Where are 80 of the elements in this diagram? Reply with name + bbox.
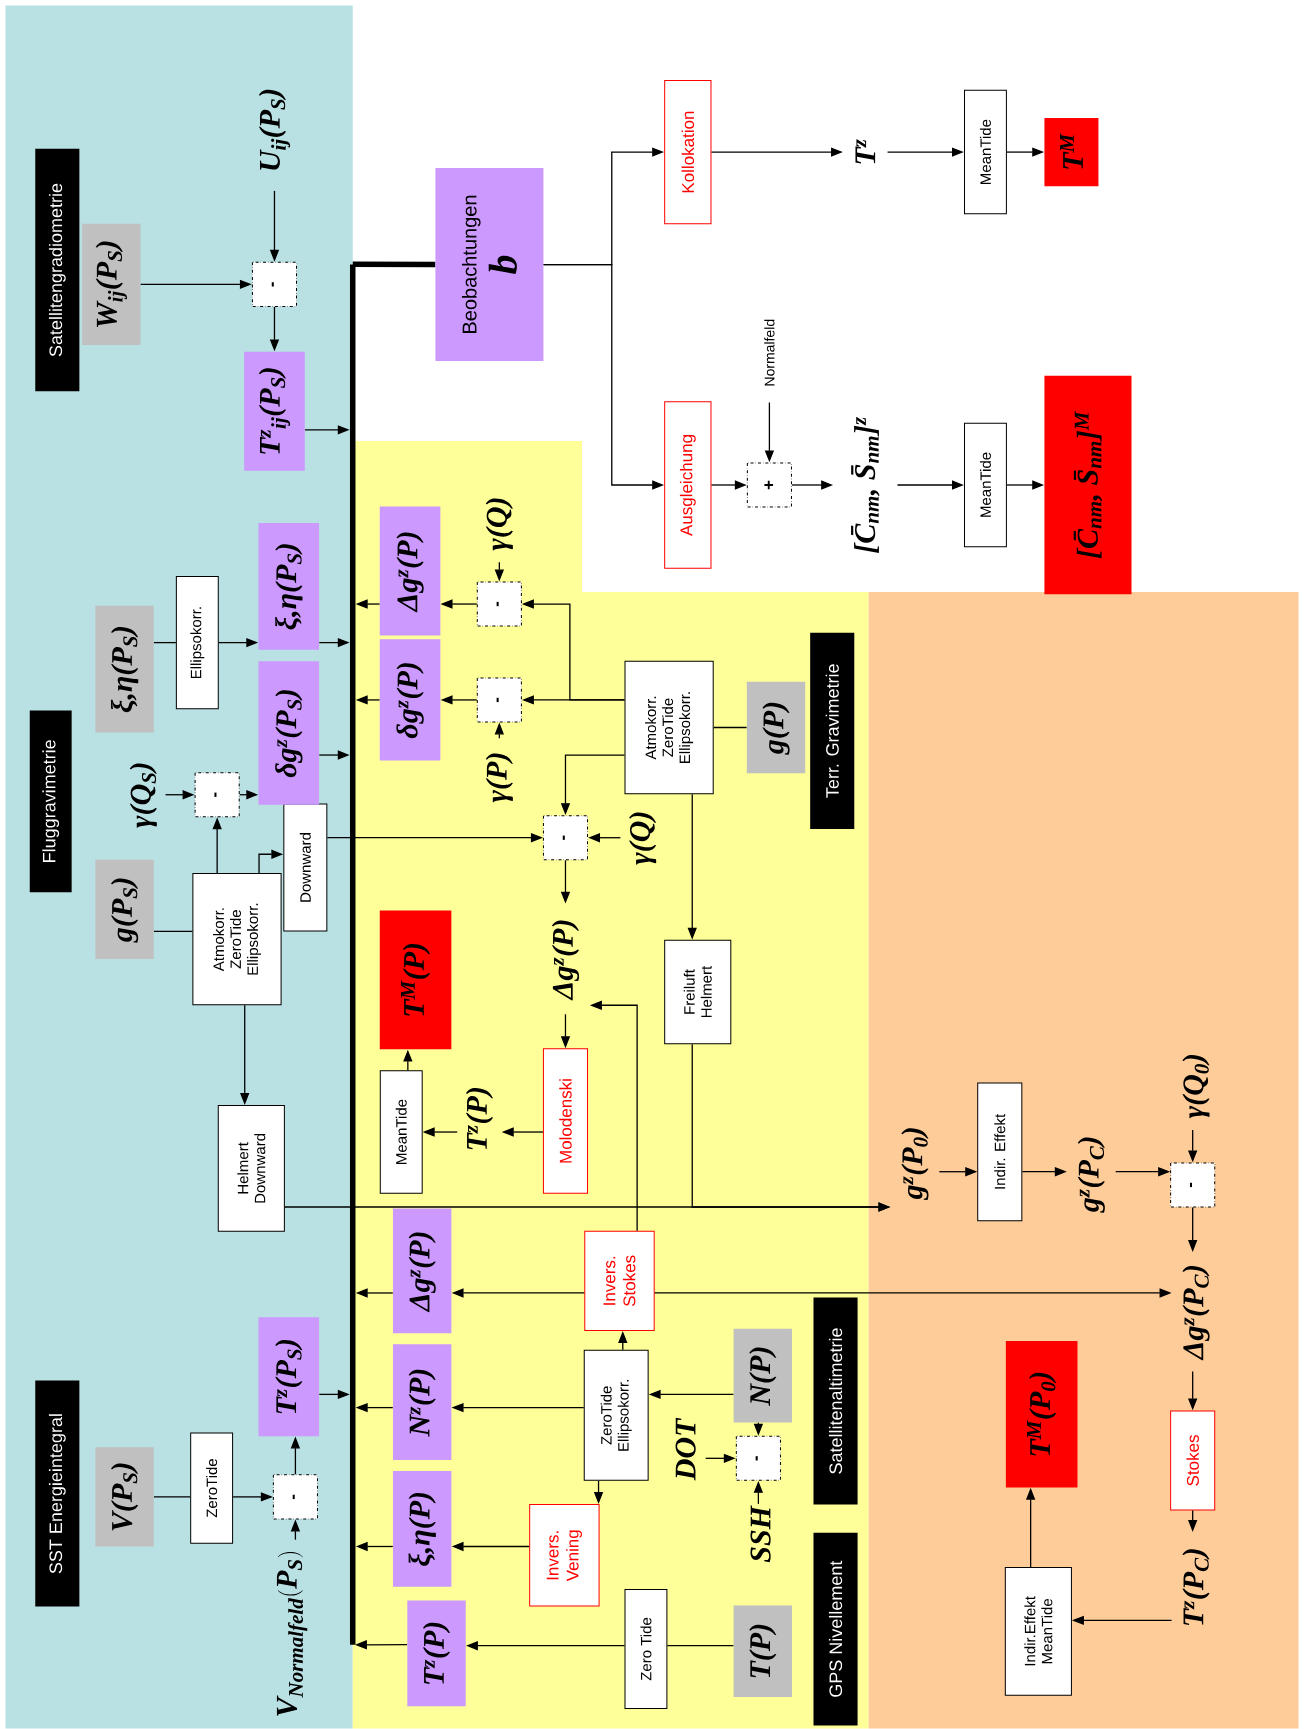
quantity-box: T$^{z}$(P) [407, 1600, 466, 1707]
quantity-label: γ(P) [485, 753, 513, 803]
quantity-label: Δg$^{z}$(P) [551, 920, 580, 1001]
quantity-box: Δg$^{z}$(P) [379, 506, 441, 636]
quantity-box: ξ,η(P) [393, 1471, 452, 1587]
quantity-label: γ(Q) [485, 498, 513, 551]
process-box: Helmert Downward [217, 1105, 285, 1232]
quantity-label: Δg$^{z}$(P$_{C}$) [1182, 1266, 1210, 1361]
process-box: MeanTide [964, 422, 1007, 548]
node-label: Normalfeld [764, 319, 775, 386]
quantity-box: ξ,η(P$_{S}$) [258, 523, 320, 650]
process-box: ZeroTide [190, 1432, 234, 1544]
section-label: Terr. Gravimetrie [810, 632, 855, 829]
junction-box: - [476, 677, 522, 723]
junction-box: - [542, 815, 589, 861]
quantity-label: g$^{z}$(P$_{0}$) [901, 1128, 929, 1200]
quantity-box: ξ,η(P$_{S}$) [95, 605, 154, 733]
junction-box: - [272, 1474, 318, 1520]
quantity-label: T$^{z}$(P$_{C}$) [1182, 1549, 1210, 1625]
method-box: Molodenski [542, 1048, 589, 1194]
method-box: Kollokation [664, 79, 712, 225]
result-box: T$^{M}$(P) [379, 910, 452, 1050]
section-label: Fluggravimetrie [29, 710, 72, 893]
quantity-label: γ(Q$_{S}$) [129, 763, 157, 828]
quantity-box: T(P) [733, 1605, 792, 1697]
junction-box: - [194, 772, 240, 818]
process-box: Zero Tide [624, 1589, 668, 1709]
quantity-label: T$^{z}$(P) [465, 1088, 494, 1150]
junction-box: - [476, 581, 522, 627]
connector-line [666, 1645, 735, 1647]
section-label: GPS Nivellement [813, 1532, 858, 1726]
junction-box: - [251, 261, 298, 307]
quantity-box: N(P) [733, 1328, 792, 1423]
quantity-box: W$_{ij}$(P$_{S}$) [82, 223, 141, 345]
connector-line [153, 1496, 191, 1498]
quantity-box: Δg$^{z}$(P) [393, 1208, 452, 1334]
process-box: MeanTide [379, 1070, 423, 1194]
quantity-label: U$_{ij}$(P$_{S}$) [258, 89, 291, 170]
junction-box: + [746, 462, 792, 508]
process-box: Atmokorr. ZeroTide Ellipsokorr. [624, 660, 714, 795]
result-box: T$^{M}$(P$_{0}$) [1005, 1340, 1078, 1488]
section-label: SST Energieintegral [35, 1380, 80, 1607]
quantity-label: $V_{Normalfeld}(P_{S})$ [276, 1551, 308, 1716]
quantity-box: T$^{z}$$_{ij}$(P$_{S}$) [244, 351, 305, 471]
quantity-box: g(P) [746, 681, 806, 774]
process-box: Indir.Effekt MeanTide [1004, 1566, 1072, 1696]
quantity-box: N$^{z}$(P) [393, 1344, 452, 1460]
junction-box: - [735, 1435, 781, 1481]
bus-line [352, 261, 436, 268]
quantity-label: g$^{z}$(P$_{C}$) [1077, 1137, 1105, 1213]
quantity-label: γ(Q) [629, 812, 657, 865]
connector-line [153, 641, 177, 644]
quantity-box: Beobachtungen b [435, 168, 544, 361]
quantity-box: T$^{z}$(P$_{S}$) [258, 1317, 320, 1437]
junction-box: - [1170, 1162, 1216, 1208]
process-box: ZeroTide Ellipsokorr. [583, 1349, 649, 1481]
section-label: Satellitengradiometrie [35, 148, 80, 392]
process-box: MeanTide [964, 89, 1007, 215]
method-box: Invers. Vening [529, 1504, 600, 1607]
quantity-box: g(P$_{S}$) [95, 859, 154, 959]
result-box: T$^{M}$ [1044, 117, 1099, 187]
process-box: Downward [283, 803, 328, 932]
method-box: Stokes [1170, 1410, 1216, 1511]
process-box: Indir. Effekt [977, 1082, 1023, 1222]
process-box: Ellipsokorr. [175, 575, 219, 710]
section-label: Satellitenaltimetrie [813, 1297, 858, 1505]
quantity-label: [C̄$_{nm}$, S̄$_{nm}$]$^{z}$ [851, 416, 880, 553]
result-box: [C̄$_{nm}$, S̄$_{nm}$]$^{M}$ [1044, 375, 1132, 595]
connector-line [153, 930, 194, 933]
quantity-box: V(P$_{S}$) [95, 1447, 154, 1547]
method-box: Invers. Stokes [584, 1230, 655, 1331]
quantity-label: DOT [675, 1417, 696, 1481]
quantity-box: δg$^{z}$(P) [379, 639, 441, 761]
method-box: Ausgleichung [664, 401, 712, 569]
process-box: Freiluft Helmert [664, 939, 732, 1045]
quantity-box: δg$^{z}$(P$_{S}$) [258, 661, 320, 805]
connector-line [713, 726, 748, 729]
quantity-label: γ(Q$_{0}$) [1182, 1055, 1210, 1119]
quantity-label: T$^{z}$ [855, 139, 876, 164]
quantity-label: SSH [750, 1505, 771, 1563]
